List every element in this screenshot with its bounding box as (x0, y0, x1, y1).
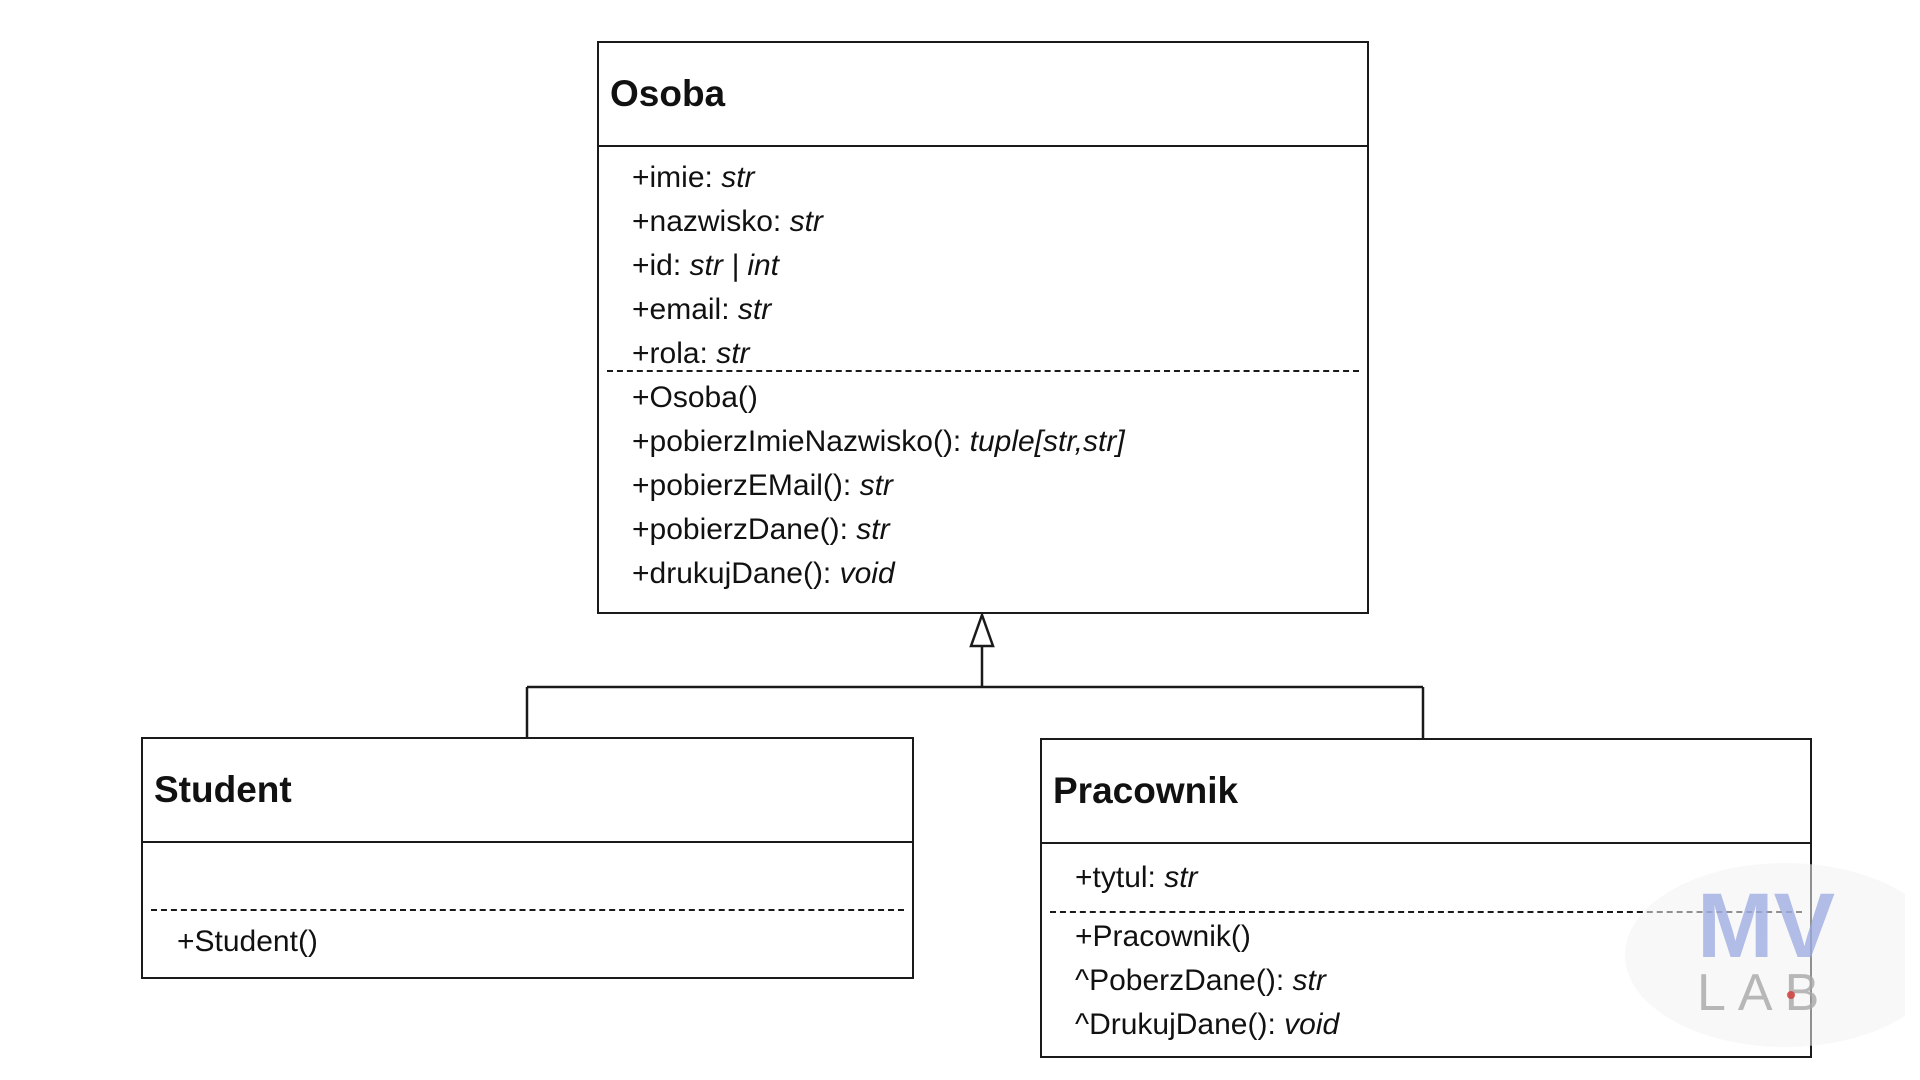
attribute-nazwisko: +nazwisko: str (632, 205, 823, 238)
compartment-divider (1050, 911, 1802, 913)
operation-osoba-constructor: +Osoba() (632, 381, 758, 414)
operation-student-constructor: +Student() (177, 925, 318, 958)
operation-pracownik-constructor: +Pracownik() (1075, 920, 1251, 953)
attribute-rola: +rola: str (632, 337, 750, 370)
attribute-imie: +imie: str (632, 161, 755, 194)
class-name-student: Student (143, 739, 912, 843)
class-osoba[interactable]: Osoba +imie: str +nazwisko: str +id: str… (597, 41, 1369, 614)
watermark-logo-text: MV (1697, 875, 1835, 977)
operations-student: +Student() (143, 911, 912, 964)
generalization-arrowhead (969, 611, 995, 648)
attribute-id: +id: str | int (632, 249, 780, 282)
attributes-osoba: +imie: str +nazwisko: str +id: str | int… (599, 147, 1367, 370)
operation-drukuj-dane: +drukujDane(): void (632, 557, 895, 590)
compartment-divider (151, 909, 904, 911)
operations-pracownik: +Pracownik() ^PoberzDane(): str ^DrukujD… (1042, 913, 1810, 1047)
attributes-student (143, 843, 912, 909)
operation-poberz-dane: ^PoberzDane(): str (1075, 964, 1326, 997)
watermark-sub-text: LAB (1697, 964, 1831, 1022)
watermark-dot-icon (1787, 991, 1795, 999)
class-name-pracownik: Pracownik (1042, 740, 1810, 844)
class-student[interactable]: Student +Student() (141, 737, 914, 979)
operation-pobierz-dane: +pobierzDane(): str (632, 513, 890, 546)
attributes-pracownik: +tytul: str (1042, 844, 1810, 911)
operation-drukuj-dane-override: ^DrukujDane(): void (1075, 1008, 1340, 1041)
operation-pobierz-imie-nazwisko: +pobierzImieNazwisko(): tuple[str,str] (632, 425, 1125, 458)
operations-osoba: +Osoba() +pobierzImieNazwisko(): tuple[s… (599, 372, 1367, 596)
mv-lab-watermark-logo: MV LAB (1625, 863, 1905, 1047)
attribute-email: +email: str (632, 293, 772, 326)
operation-pobierz-email: +pobierzEMail(): str (632, 469, 893, 502)
compartment-divider (607, 370, 1359, 372)
attribute-tytul: +tytul: str (1075, 861, 1198, 894)
class-name-osoba: Osoba (599, 43, 1367, 147)
